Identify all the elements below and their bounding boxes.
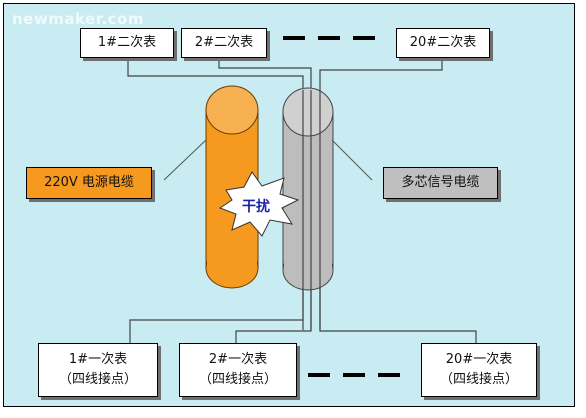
power-cable-text: 220V 电源电缆 <box>44 175 134 190</box>
interference-burst <box>218 171 300 237</box>
meter-box-top-1: 1#二次表 <box>80 28 174 58</box>
power-callout-line <box>163 139 207 181</box>
meter-note: （四线接点） <box>58 372 137 387</box>
meter-label: 20#二次表 <box>409 35 477 50</box>
meter-box-bottom-20: 20#一次表 （四线接点） <box>421 343 537 397</box>
meter-name: 2#一次表 <box>208 352 268 367</box>
meter-label: 1#二次表 <box>97 35 157 50</box>
wire-bottom-1 <box>129 285 304 343</box>
signal-callout-line <box>331 139 373 181</box>
meter-name: 20#一次表 <box>445 352 513 367</box>
meter-box-top-20: 20#二次表 <box>396 28 490 58</box>
signal-cores <box>302 90 321 290</box>
meter-box-bottom-2: 2#一次表 （四线接点） <box>179 343 297 397</box>
signal-cable <box>282 87 334 291</box>
wire-bottom-20 <box>319 285 477 343</box>
ellipsis-dashes <box>283 36 400 377</box>
wire-bottom-2 <box>235 285 312 343</box>
signal-cable-label: 多芯信号电缆 <box>383 167 498 199</box>
meter-note: （四线接点） <box>439 372 518 387</box>
callout-lines <box>163 139 373 181</box>
power-cable-label: 220V 电源电缆 <box>26 167 152 199</box>
watermark: newmaker.com <box>12 10 144 28</box>
signal-cable-text: 多芯信号电缆 <box>401 175 480 190</box>
meter-name: 1#一次表 <box>68 352 128 367</box>
bottom-wires <box>129 285 477 343</box>
meter-note: （四线接点） <box>198 372 277 387</box>
meter-box-top-2: 2#二次表 <box>181 28 267 58</box>
interference-label: 干扰 <box>242 199 270 215</box>
meter-label: 2#二次表 <box>194 35 254 50</box>
meter-box-bottom-1: 1#一次表 （四线接点） <box>38 343 158 397</box>
